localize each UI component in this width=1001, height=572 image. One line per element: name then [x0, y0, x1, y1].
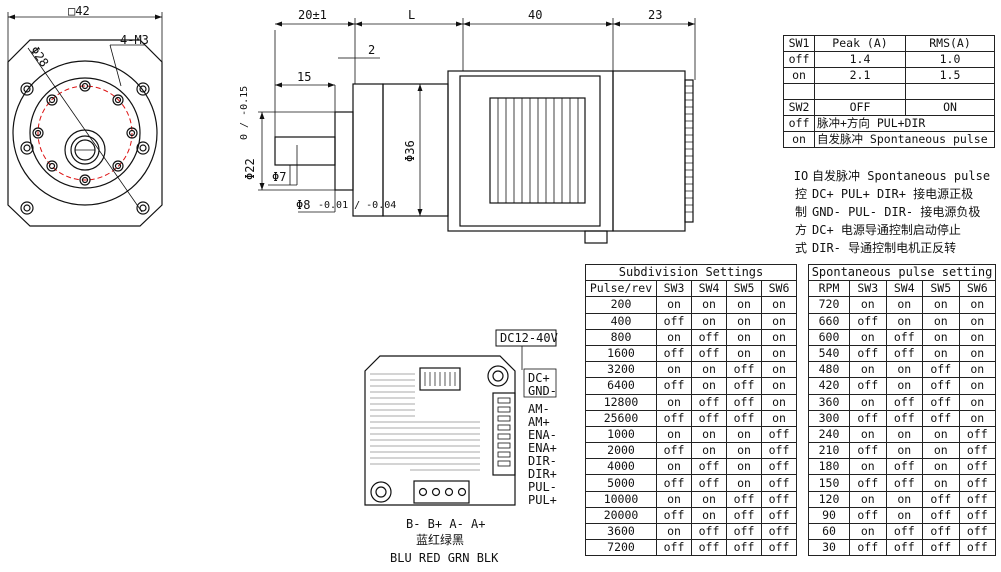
svg-text:AM+: AM+ — [528, 415, 550, 429]
mount-holes-label: 4-M3 — [120, 33, 149, 47]
dim-shaft-length: 20±1 — [298, 8, 327, 22]
svg-text:DIR-: DIR- — [528, 454, 557, 468]
flange-size-label: □42 — [68, 4, 90, 18]
side-view — [258, 18, 696, 244]
svg-text:DC+: DC+ — [528, 371, 550, 385]
driver-terminal-labels: DC+ GND- AM- AM+ ENA- ENA+ DIR- DIR+ PUL… — [528, 371, 557, 507]
subdivision-settings-table: Subdivision Settings Pulse/rev SW3 SW4 S… — [585, 263, 797, 557]
bolt-circle-label: Φ28 — [28, 44, 52, 70]
svg-text:ENA-: ENA- — [528, 428, 557, 442]
dim-phi7: Φ7 — [272, 170, 286, 184]
dim-body: 40 — [528, 8, 542, 22]
output-shaft — [274, 136, 336, 166]
dim-l: L — [408, 8, 415, 22]
motor-terminal-label: B- B+ A- A+ — [406, 517, 485, 531]
dim-shaft-tolerance: -0.01 / -0.04 — [318, 200, 396, 211]
svg-text:PUL+: PUL+ — [528, 493, 557, 507]
driver-voltage: DC12-40V — [500, 331, 558, 345]
wire-colors-en: BLU RED GRN BLK — [390, 551, 499, 565]
driver-board — [364, 329, 557, 506]
svg-text:ENA+: ENA+ — [528, 441, 557, 455]
rms-header: RMS(A) — [905, 35, 995, 52]
dim-back: 23 — [648, 8, 662, 22]
dim-2: 2 — [368, 43, 375, 57]
dim-boss-tolerance: 0 / -0.15 — [239, 86, 250, 140]
signal-terminal — [492, 392, 516, 476]
peak-header: Peak (A) — [814, 35, 906, 52]
sw1-header: SW1 — [783, 35, 815, 52]
dip-switch — [419, 367, 461, 391]
dim-phi36: Φ36 — [403, 140, 417, 162]
front-view — [7, 12, 163, 227]
svg-text:PUL-: PUL- — [528, 480, 557, 494]
svg-text:AM-: AM- — [528, 402, 550, 416]
svg-text:DIR+: DIR+ — [528, 467, 557, 481]
dim-15: 15 — [297, 70, 311, 84]
sw2-header: SW2 — [783, 99, 815, 116]
current-settings-table: SW1 Peak (A) RMS(A) off 1.4 1.0 on 2.1 1… — [783, 35, 995, 148]
subdivision-title: Subdivision Settings — [585, 263, 797, 282]
spontaneous-title: Spontaneous pulse setting — [808, 263, 996, 282]
flange-outline — [7, 39, 163, 227]
bolt-circle — [37, 85, 133, 181]
spontaneous-pulse-table: Spontaneous pulse setting RPM SW3 SW4 SW… — [808, 263, 996, 557]
dim-boss-diameter: Φ22 — [243, 158, 257, 180]
dim-shaft-diameter: Φ8 — [296, 198, 310, 212]
svg-text:GND-: GND- — [528, 384, 557, 398]
wire-colors-cn: 蓝红绿黑 — [416, 532, 464, 547]
motor-terminal — [413, 480, 470, 504]
